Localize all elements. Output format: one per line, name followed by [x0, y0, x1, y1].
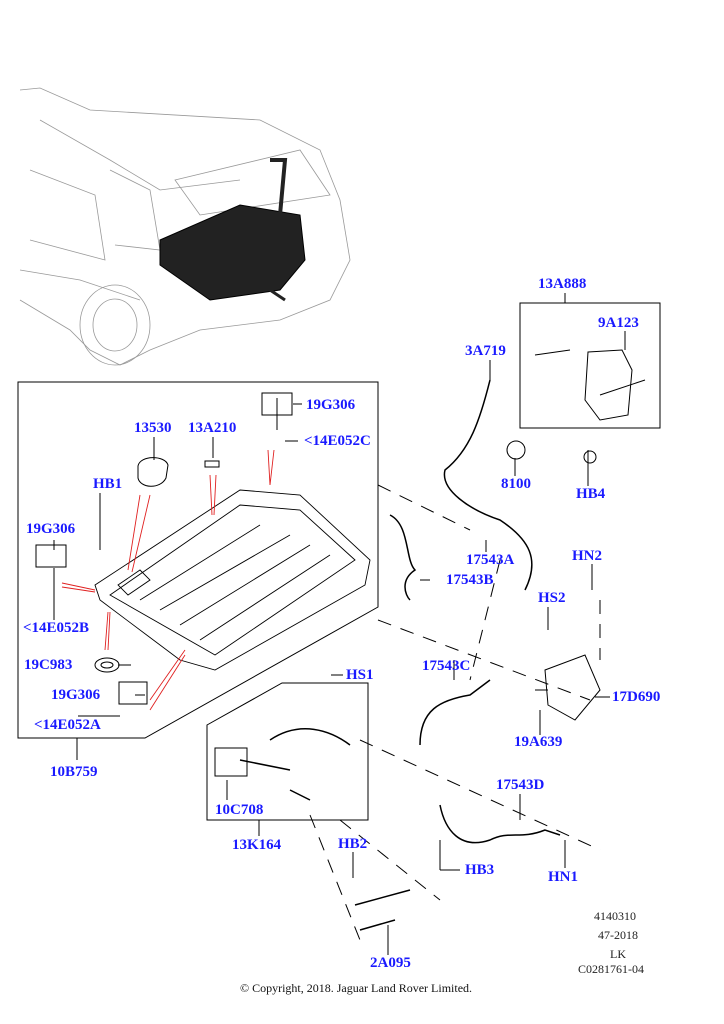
group-box-10B759: [17, 381, 379, 739]
bracket-17D690: [544, 654, 601, 721]
callout-hb2[interactable]: HB2: [338, 836, 368, 852]
callout-hs2[interactable]: HS2: [538, 590, 566, 606]
ref-illustration-number: 4140310: [594, 909, 636, 923]
group-box-13K164: [206, 682, 369, 821]
callout-17d690[interactable]: 17D690: [612, 689, 661, 705]
coolant-hoses: [239, 379, 561, 931]
callout-19g306-left[interactable]: 19G306: [26, 521, 76, 537]
group-box-13A888: [519, 302, 661, 429]
callout-hn1[interactable]: HN1: [548, 869, 578, 885]
clip-13A210: [204, 460, 220, 468]
valve-10C708: [214, 747, 248, 777]
callout-17543c[interactable]: 17543C: [422, 658, 471, 674]
battery-tray: [94, 489, 371, 671]
callout-13k164[interactable]: 13K164: [232, 837, 282, 853]
callout-9a123[interactable]: 9A123: [598, 315, 639, 331]
copyright-notice: © Copyright, 2018. Jaguar Land Rover Lim…: [239, 981, 473, 995]
callout-19g306-top[interactable]: 19G306: [306, 397, 356, 413]
callout-2a095[interactable]: 2A095: [370, 955, 411, 971]
callout-8100[interactable]: 8100: [501, 476, 531, 492]
callout-17543d[interactable]: 17543D: [496, 777, 545, 793]
leader-lines: [53, 293, 626, 955]
callout-3a719[interactable]: 3A719: [465, 343, 506, 359]
callout-19a639[interactable]: 19A639: [514, 734, 563, 750]
cover-13530: [137, 457, 169, 487]
vehicle-illustration: [19, 87, 351, 366]
ref-drawing-number: C0281761-04: [578, 962, 644, 976]
callout-14e052a[interactable]: <14E052A: [34, 717, 101, 733]
ref-initials: LK: [610, 947, 626, 961]
callout-19c983[interactable]: 19C983: [24, 657, 73, 673]
seal-19C983: [94, 657, 120, 673]
callout-hn2[interactable]: HN2: [572, 548, 602, 564]
callout-10c708[interactable]: 10C708: [215, 802, 264, 818]
dashed-connectors: [309, 484, 601, 941]
callout-13a888[interactable]: 13A888: [538, 276, 587, 292]
callout-19g306-bottom[interactable]: 19G306: [51, 687, 101, 703]
callout-17543a[interactable]: 17543A: [466, 552, 515, 568]
callout-13a210[interactable]: 13A210: [188, 420, 237, 436]
callout-13530[interactable]: 13530: [134, 420, 172, 436]
seal-8100: [506, 440, 526, 460]
callout-hb1[interactable]: HB1: [93, 476, 123, 492]
highlight-lines: [61, 449, 275, 711]
callout-17543b[interactable]: 17543B: [446, 572, 494, 588]
nut-HB4: [583, 450, 597, 464]
callout-hb3[interactable]: HB3: [465, 862, 495, 878]
callout-14e052c[interactable]: <14E052C: [304, 433, 371, 449]
callout-14e052b[interactable]: <14E052B: [23, 620, 90, 636]
callout-hs1[interactable]: HS1: [346, 667, 374, 683]
ref-week-year: 47-2018: [598, 928, 638, 942]
battery-pack-in-vehicle: [159, 158, 306, 302]
cooler-9A123: [584, 349, 633, 421]
callout-10b759[interactable]: 10B759: [50, 764, 98, 780]
callout-hb4[interactable]: HB4: [576, 486, 606, 502]
